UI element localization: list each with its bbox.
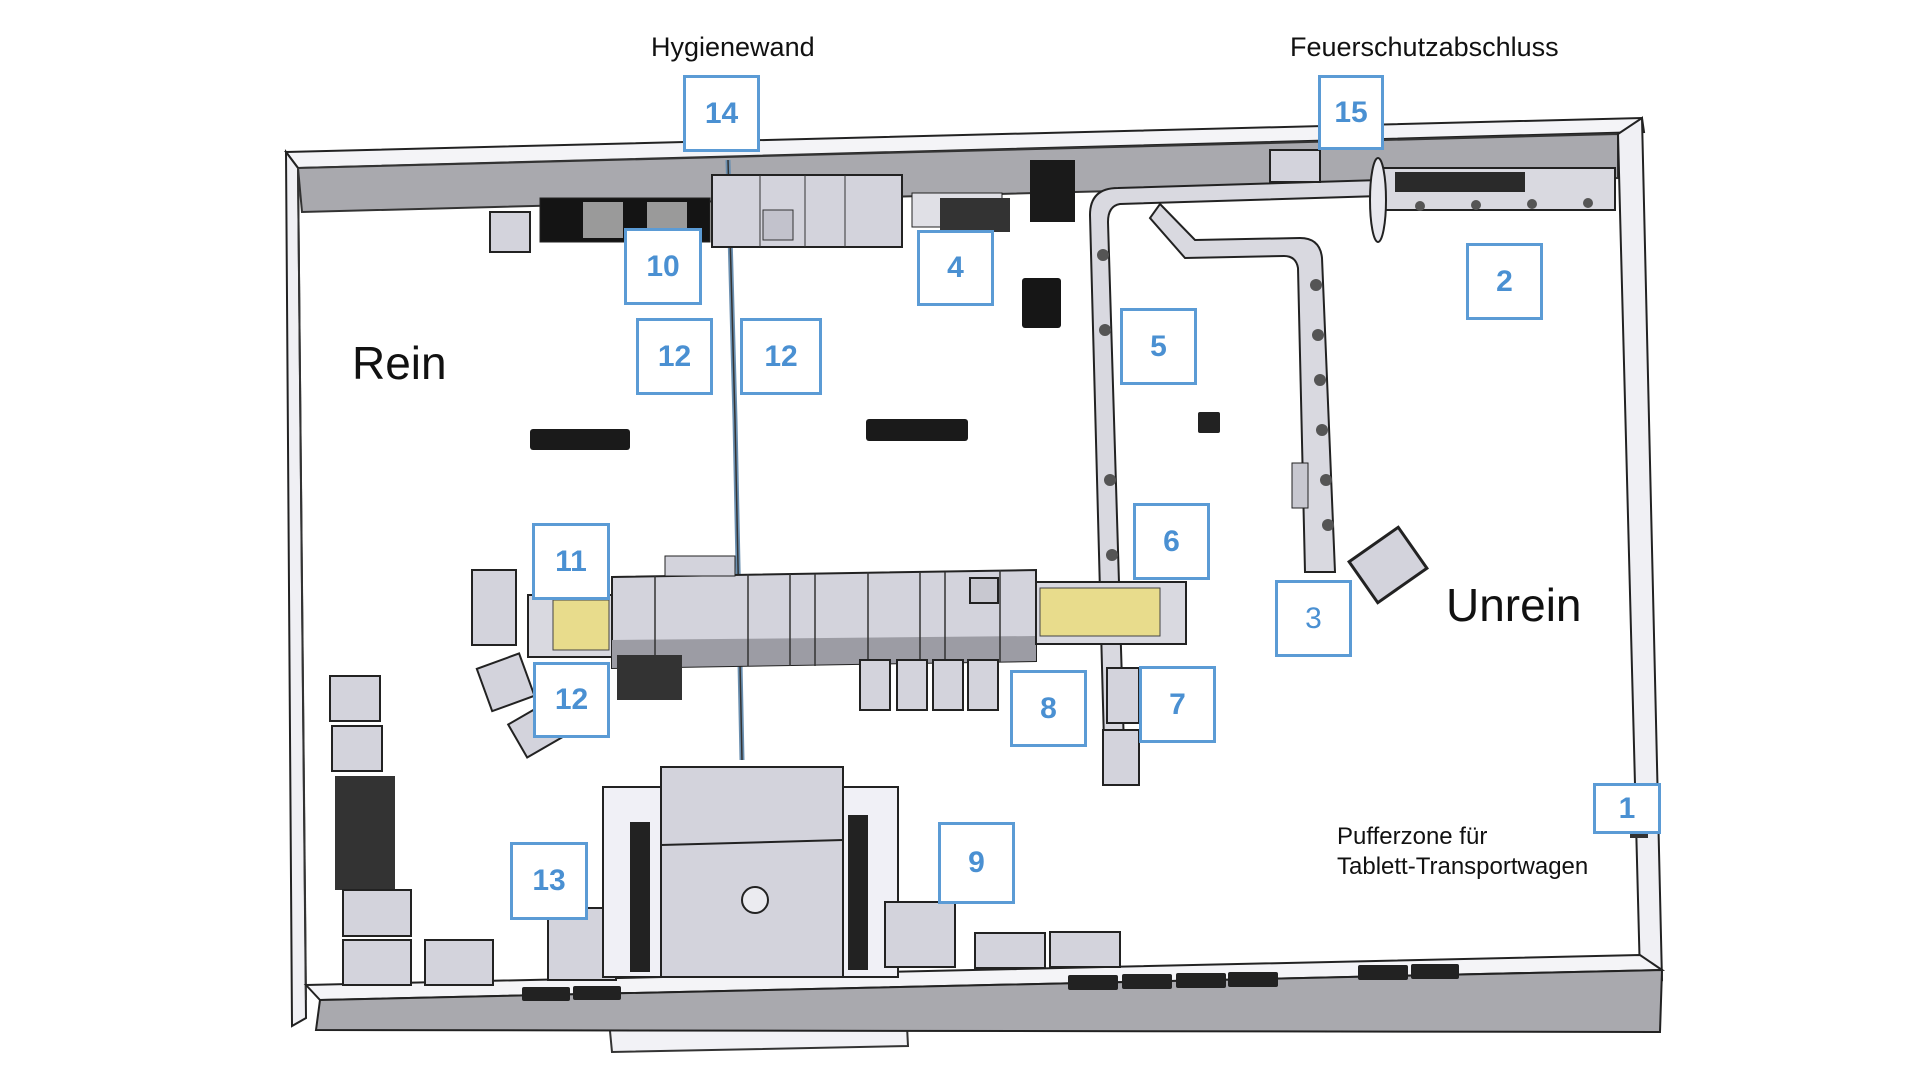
callout-5: 5 xyxy=(1120,308,1197,385)
fire-protection-label: Feuerschutzabschluss xyxy=(1290,32,1559,62)
callout-7: 7 xyxy=(1139,666,1216,743)
black-cart xyxy=(1022,278,1061,328)
callout-11: 11 xyxy=(532,523,610,600)
left-wall xyxy=(284,148,308,1028)
callout-1: 1 xyxy=(1593,783,1661,834)
right-bottom-equipment xyxy=(884,901,1121,969)
buffer-zone-line-1: Pufferzone für xyxy=(1337,823,1488,850)
callout-12-lower: 12 xyxy=(533,662,610,738)
dishwasher-line xyxy=(471,555,1187,670)
floor-vent-2 xyxy=(866,419,968,441)
buffer-zone-label: Pufferzone für Tablett-Transportwagen xyxy=(1337,822,1588,882)
callout-8: 8 xyxy=(1010,670,1087,747)
callout-15: 15 xyxy=(1318,75,1384,150)
callout-13: 13 xyxy=(510,842,588,920)
hygiene-wall-label: Hygienewand xyxy=(651,32,815,62)
callout-2: 2 xyxy=(1466,243,1543,320)
carts xyxy=(859,659,1140,786)
callout-6: 6 xyxy=(1133,503,1210,580)
callout-4: 4 xyxy=(917,230,994,306)
callout-12-clean-right: 12 xyxy=(740,318,822,395)
zone-dirty-label: Unrein xyxy=(1446,579,1582,631)
unrein-cart xyxy=(1346,525,1430,605)
callout-10: 10 xyxy=(624,228,702,305)
small-box xyxy=(1198,412,1220,433)
callout-9: 9 xyxy=(938,822,1015,904)
callout-3: 3 xyxy=(1275,580,1352,657)
fan-unit xyxy=(617,655,682,700)
floor-vent-1 xyxy=(530,429,630,450)
callout-14: 14 xyxy=(683,75,760,152)
wall-vents xyxy=(522,964,1459,1001)
buffer-zone-line-2: Tablett-Transportwagen xyxy=(1337,853,1589,880)
callout-12-clean-left: 12 xyxy=(636,318,713,395)
central-machine xyxy=(602,766,899,978)
zone-clean-label: Rein xyxy=(352,337,447,389)
